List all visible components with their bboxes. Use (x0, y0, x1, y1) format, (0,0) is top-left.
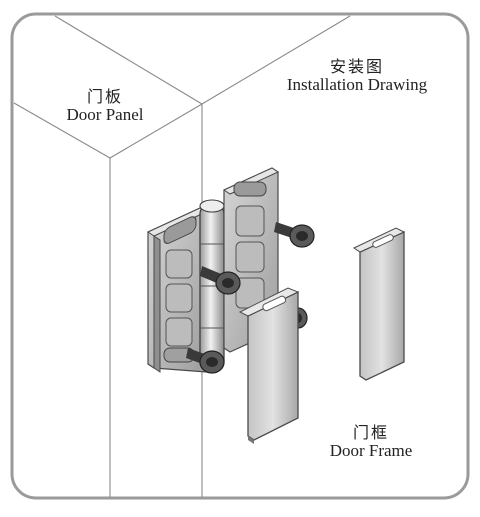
frame-border (10, 12, 470, 500)
wall-lines (13, 15, 351, 497)
screw-middle (200, 266, 241, 295)
installation-drawing-label: 安装图 Installation Drawing (262, 58, 452, 94)
installation-drawing-zh: 安装图 (329, 57, 384, 76)
door-frame-en: Door Frame (329, 440, 413, 460)
door-frame-label: 门框 Door Frame (312, 424, 430, 460)
frame-plate-large (238, 287, 300, 444)
hinge-leaf-left (146, 207, 208, 373)
door-panel-en: Door Panel (66, 104, 144, 124)
screw-upper-right (274, 222, 315, 248)
door-panel-zh: 门板 (86, 87, 123, 106)
door-frame-zh: 门框 (352, 423, 389, 442)
screw-bottom-left (186, 348, 225, 374)
installation-drawing-en: Installation Drawing (286, 74, 428, 94)
hinge-knuckle (199, 199, 225, 373)
frame-plate-small (352, 227, 406, 381)
door-panel-label: 门板 Door Panel (50, 88, 160, 124)
